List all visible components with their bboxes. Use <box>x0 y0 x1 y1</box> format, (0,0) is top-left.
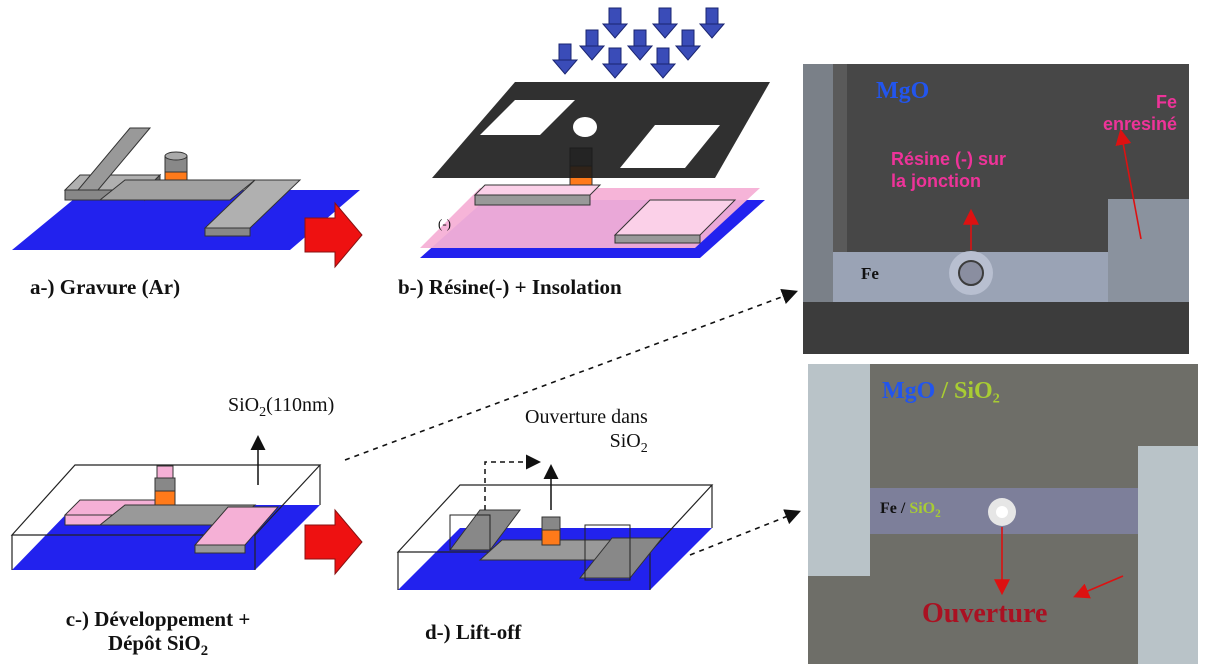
step-b-device <box>420 7 770 258</box>
caption-step-a: a-) Gravure (Ar) <box>30 275 181 299</box>
resin-negative-mark: (-) <box>438 216 451 231</box>
pointer-to-top-photo <box>344 288 798 461</box>
sio2-thickness-label: SiO2(110nm) <box>228 394 335 420</box>
caption-step-d: d-) Lift-off <box>425 620 522 644</box>
photo-top-fe-label: Fe <box>861 264 879 283</box>
opening-label-line2: SiO2 <box>609 430 648 456</box>
step-a-device <box>12 127 360 250</box>
process-arrow-cd <box>304 508 363 576</box>
microscope-photo-lift-off: MgO / SiO₂ Fe / SiO2 Ouverture <box>808 364 1198 664</box>
step-c-device <box>10 435 322 570</box>
caption-step-c: c-) Développement + Dépôt SiO2 <box>8 607 308 660</box>
caption-step-b: b-) Résine(-) + Insolation <box>398 275 622 299</box>
photo-bottom-fe-sio2-label: Fe / SiO2 <box>880 500 941 521</box>
photo-bottom-opening-label: Ouverture <box>922 598 1048 629</box>
photo-bottom-mgo-sio2-label: MgO / SiO₂ <box>882 378 1000 404</box>
opening-label-line1: Ouverture dans <box>525 406 648 428</box>
caption-step-c-line1: c-) Développement + <box>65 607 251 631</box>
photo-top-mgo-label: MgO <box>876 78 930 104</box>
opening-label: Ouverture dans SiO2 <box>525 405 648 458</box>
process-arrow-ab <box>304 201 363 269</box>
step-d-device <box>396 454 714 590</box>
caption-step-c-line2: Dépôt SiO2 <box>107 631 209 660</box>
photomask <box>432 82 770 178</box>
